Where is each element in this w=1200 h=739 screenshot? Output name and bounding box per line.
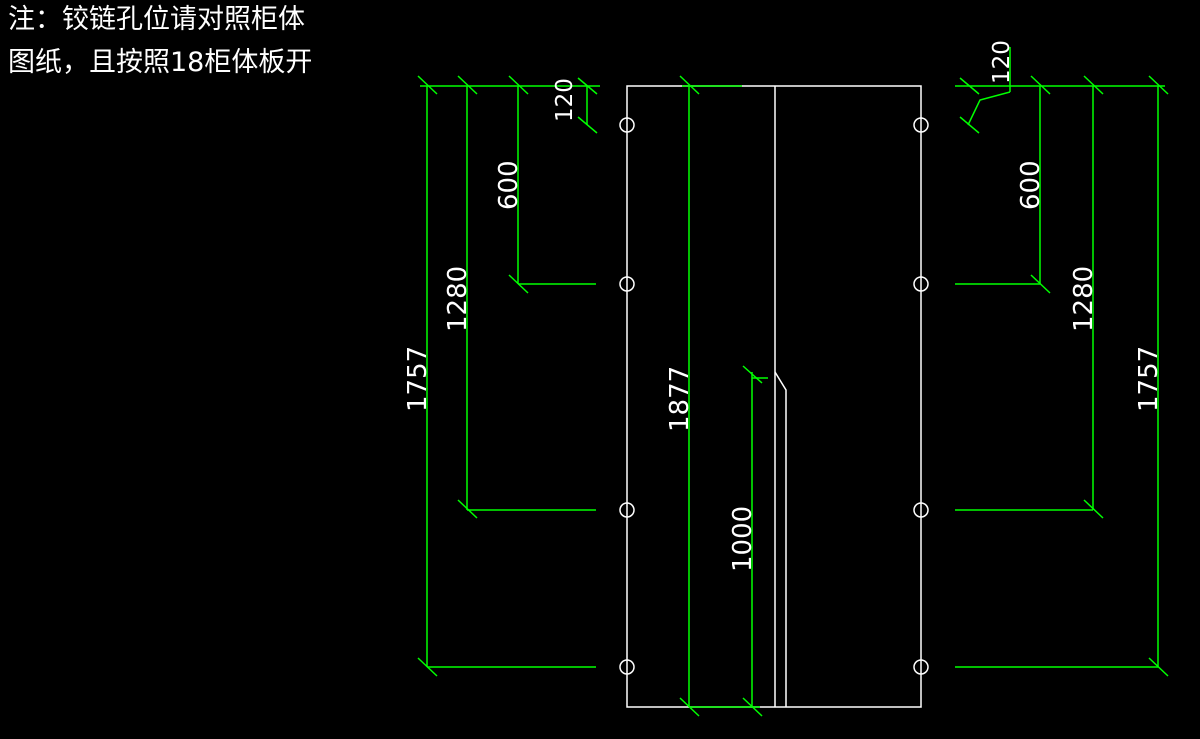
dim-tick [679,75,700,95]
dim-tick [508,75,529,95]
dim-label-right-1757: 1757 [1134,346,1164,412]
dim-label-right-600: 600 [1016,160,1046,210]
dim-label-door-1877: 1877 [665,366,695,432]
hinge-hole-left-3 [619,502,635,518]
hinge-hole-left-1 [619,117,635,133]
note-line-2: 图纸，且按照18柜体板开 [8,47,313,78]
dim-tick [1148,657,1169,677]
dim-tick [508,274,529,294]
hinge-hole-left-2 [619,276,635,292]
dim-label-handle-1000: 1000 [728,506,758,572]
hinge-holes [619,117,929,675]
dimension-lines [417,47,1169,717]
dim-tick [959,116,980,134]
dim-tick [1148,75,1169,95]
dim-tick [577,116,598,134]
dim-tick [1083,499,1104,519]
note-line-1: 注：铰链孔位请对照柜体 [8,4,305,35]
dim-tick [1030,75,1051,95]
dim-tick [457,499,478,519]
dim-label-left-1757: 1757 [403,346,433,412]
dim-tick [1083,75,1104,95]
dim-tick [742,365,763,384]
dim-label-left-600: 600 [494,160,524,210]
hinge-hole-right-4 [913,659,929,675]
dim-tick [417,657,438,677]
door-panel-outline [626,85,922,708]
dim-right-120-leader [967,91,1011,126]
dim-tick [417,75,438,95]
hinge-hole-right-2 [913,276,929,292]
hinge-hole-left-4 [619,659,635,675]
dim-tick [742,697,763,717]
hinge-hole-right-1 [913,117,929,133]
door-outline [626,85,922,708]
dim-tick [959,77,980,95]
door-handle-edge [774,371,787,707]
dim-label-left-1280: 1280 [443,266,473,332]
dim-tick [577,77,598,95]
dim-tick [457,75,478,95]
dim-label-right-120: 120 [989,40,1015,84]
hinge-hole-right-3 [913,502,929,518]
dim-label-left-120: 120 [552,78,578,122]
dim-tick [1030,274,1051,294]
dim-label-right-1280: 1280 [1069,266,1099,332]
